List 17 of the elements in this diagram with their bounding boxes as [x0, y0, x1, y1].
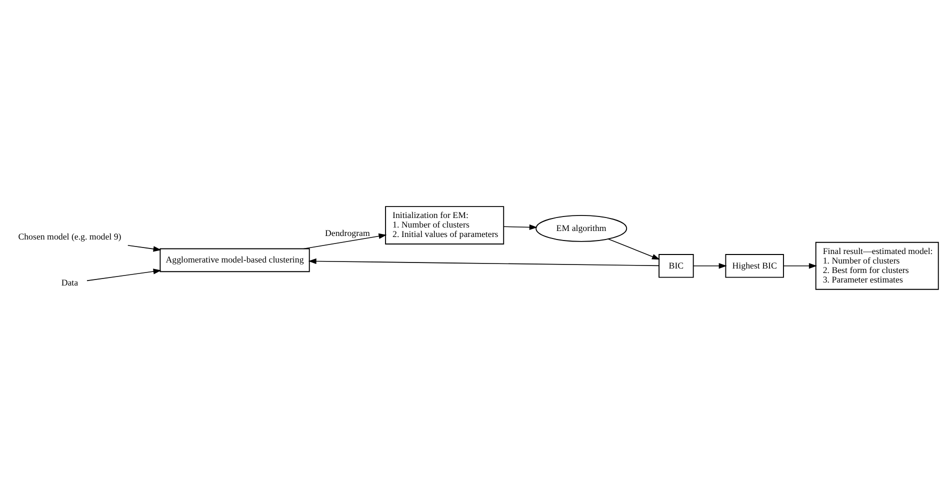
arrow: [692, 262, 727, 268]
node-box: Highest BIC: [725, 254, 784, 278]
node-box: Final result—estimated model: 1. Number of clusters 2. Best form for clusters 3. Parameter estimates: [815, 241, 939, 290]
node-text: Chosen model (e.g. model 9): [18, 231, 122, 242]
arrow: [503, 224, 538, 230]
node-box: BIC: [658, 254, 694, 278]
edge-label: Dendrogram: [325, 228, 370, 238]
node-box: Initialization for EM: 1. Number of clusters 2. Initial values of parameters: [385, 206, 504, 244]
arrow: [608, 238, 660, 260]
arrow: [308, 258, 660, 266]
node-ellipse: EM algorithm: [536, 214, 628, 242]
node-box: Agglomerative model-based clustering: [160, 248, 310, 272]
arrow: [127, 244, 162, 252]
arrow: [783, 262, 817, 268]
node-text: Data: [61, 276, 78, 287]
arrow: [303, 232, 387, 249]
arrow: [86, 268, 162, 281]
